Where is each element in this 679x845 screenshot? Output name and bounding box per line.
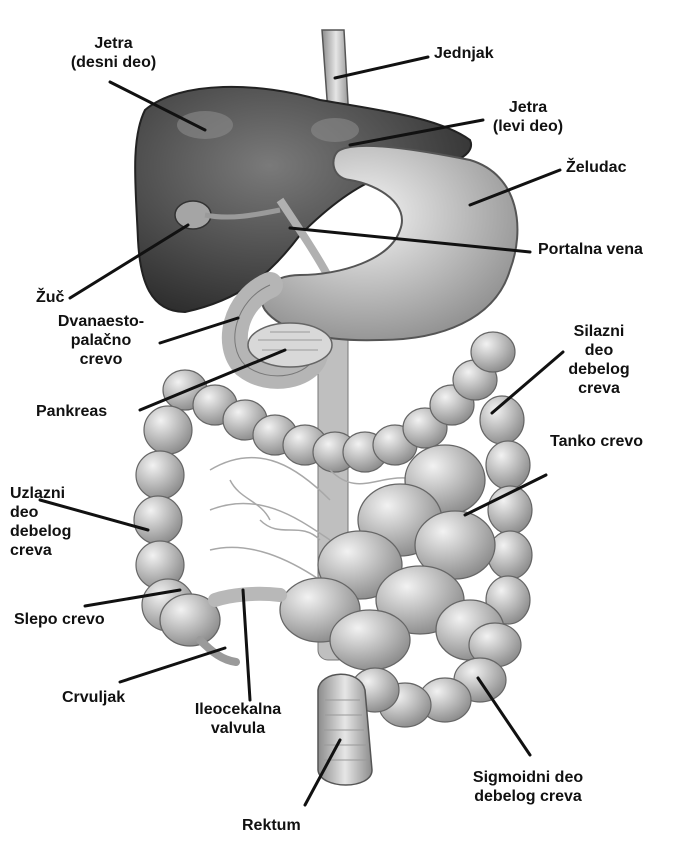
label-portalna-vena: Portalna vena — [538, 240, 643, 259]
label-uzlazni: Uzlazni deo debelog creva — [10, 484, 71, 560]
label-jednjak: Jednjak — [434, 44, 494, 63]
label-tanko-crevo: Tanko crevo — [550, 432, 643, 451]
label-jetra-desni: Jetra (desni deo) — [56, 34, 171, 72]
descending-colon — [480, 396, 532, 624]
label-slepo-crevo: Slepo crevo — [14, 610, 105, 629]
label-pankreas: Pankreas — [36, 402, 107, 421]
label-zuc: Žuč — [36, 288, 64, 307]
label-sigmoidni: Sigmoidni deo debelog creva — [458, 768, 598, 806]
label-crvuljak: Crvuljak — [62, 688, 125, 707]
ileum-shape — [215, 594, 280, 600]
label-jetra-levi: Jetra (levi deo) — [488, 98, 568, 136]
label-rektum: Rektum — [242, 816, 301, 835]
label-silazni: Silazni deo debelog creva — [560, 322, 638, 398]
liver-left-highlight — [311, 118, 359, 142]
label-zeludac: Želudac — [566, 158, 626, 177]
liver-highlight — [177, 111, 233, 139]
leader-ileocekalna — [243, 590, 250, 700]
label-ileocekalna: Ileocekalna valvula — [185, 700, 291, 738]
leader-jednjak — [335, 57, 428, 78]
leader-crvuljak — [120, 648, 225, 682]
label-dvanaestopalacno: Dvanaesto- palačno crevo — [48, 312, 154, 369]
